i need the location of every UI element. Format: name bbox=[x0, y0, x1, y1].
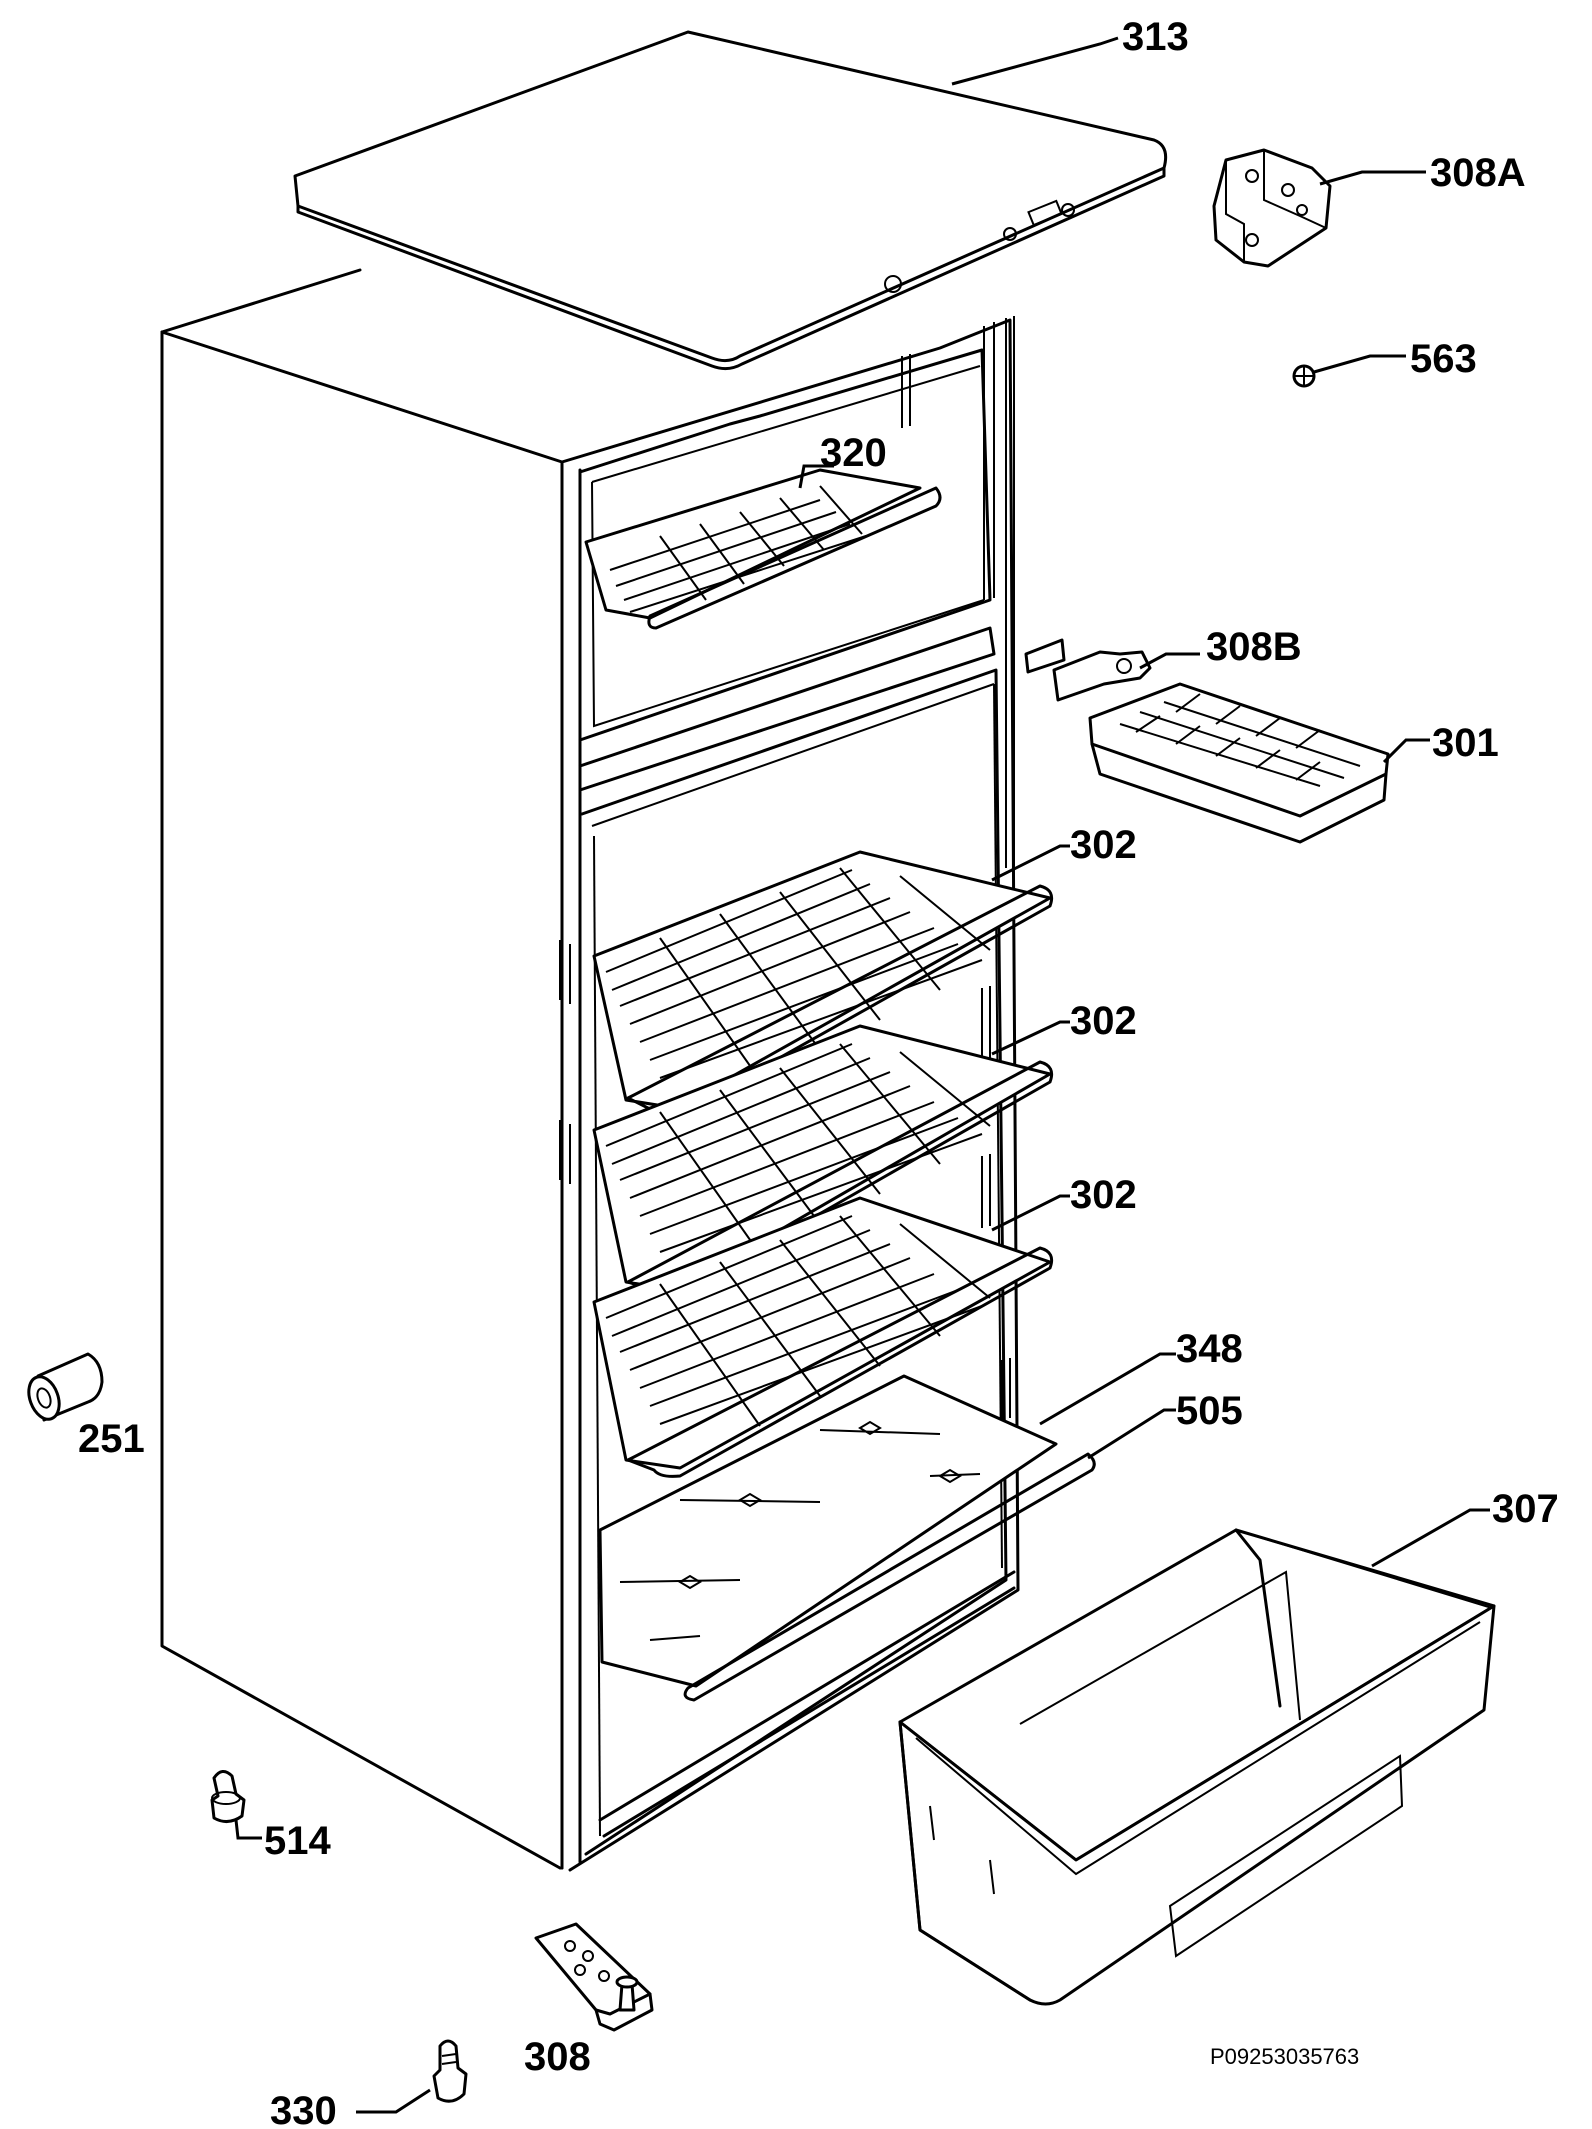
crisper-drawer-part bbox=[898, 1528, 1496, 2006]
foot-330-part bbox=[432, 2039, 468, 2103]
label-563: 563 bbox=[1410, 337, 1477, 381]
glass-shelf-part bbox=[598, 1374, 1058, 1688]
label-251: 251 bbox=[78, 1417, 145, 1461]
screw-563-part bbox=[1292, 364, 1316, 388]
label-330: 330 bbox=[270, 2089, 337, 2129]
part-labels: 313 308A 563 320 308B 301 302 302 302 34… bbox=[78, 15, 1559, 2129]
fridge-shelf-1-part bbox=[592, 850, 1054, 1118]
top-hinge-part bbox=[1212, 148, 1332, 268]
label-505: 505 bbox=[1176, 1389, 1243, 1433]
label-302-top: 302 bbox=[1070, 823, 1137, 867]
label-308: 308 bbox=[524, 2035, 591, 2079]
leader-lines bbox=[234, 36, 1490, 2114]
drawing-code: P09253035763 bbox=[1210, 2044, 1359, 2069]
freezer-grid-part bbox=[584, 468, 942, 630]
top-cover-part bbox=[293, 30, 1168, 371]
label-302-bottom: 302 bbox=[1070, 1173, 1137, 1217]
foot-514-part bbox=[210, 1770, 246, 1823]
label-348: 348 bbox=[1176, 1327, 1243, 1371]
label-308a: 308A bbox=[1430, 151, 1526, 195]
bottom-hinge-part bbox=[534, 1922, 654, 2032]
fridge-shelf-3-part bbox=[592, 1196, 1054, 1478]
label-302-middle: 302 bbox=[1070, 999, 1137, 1043]
label-313: 313 bbox=[1122, 15, 1189, 59]
middle-hinge-part bbox=[1024, 638, 1152, 702]
label-320: 320 bbox=[820, 431, 887, 475]
label-301: 301 bbox=[1432, 721, 1499, 765]
cap-251-part bbox=[27, 1352, 104, 1422]
label-308b: 308B bbox=[1206, 625, 1302, 669]
label-307: 307 bbox=[1492, 1487, 1559, 1531]
label-514: 514 bbox=[264, 1819, 331, 1863]
ice-tray-part bbox=[1088, 682, 1390, 844]
